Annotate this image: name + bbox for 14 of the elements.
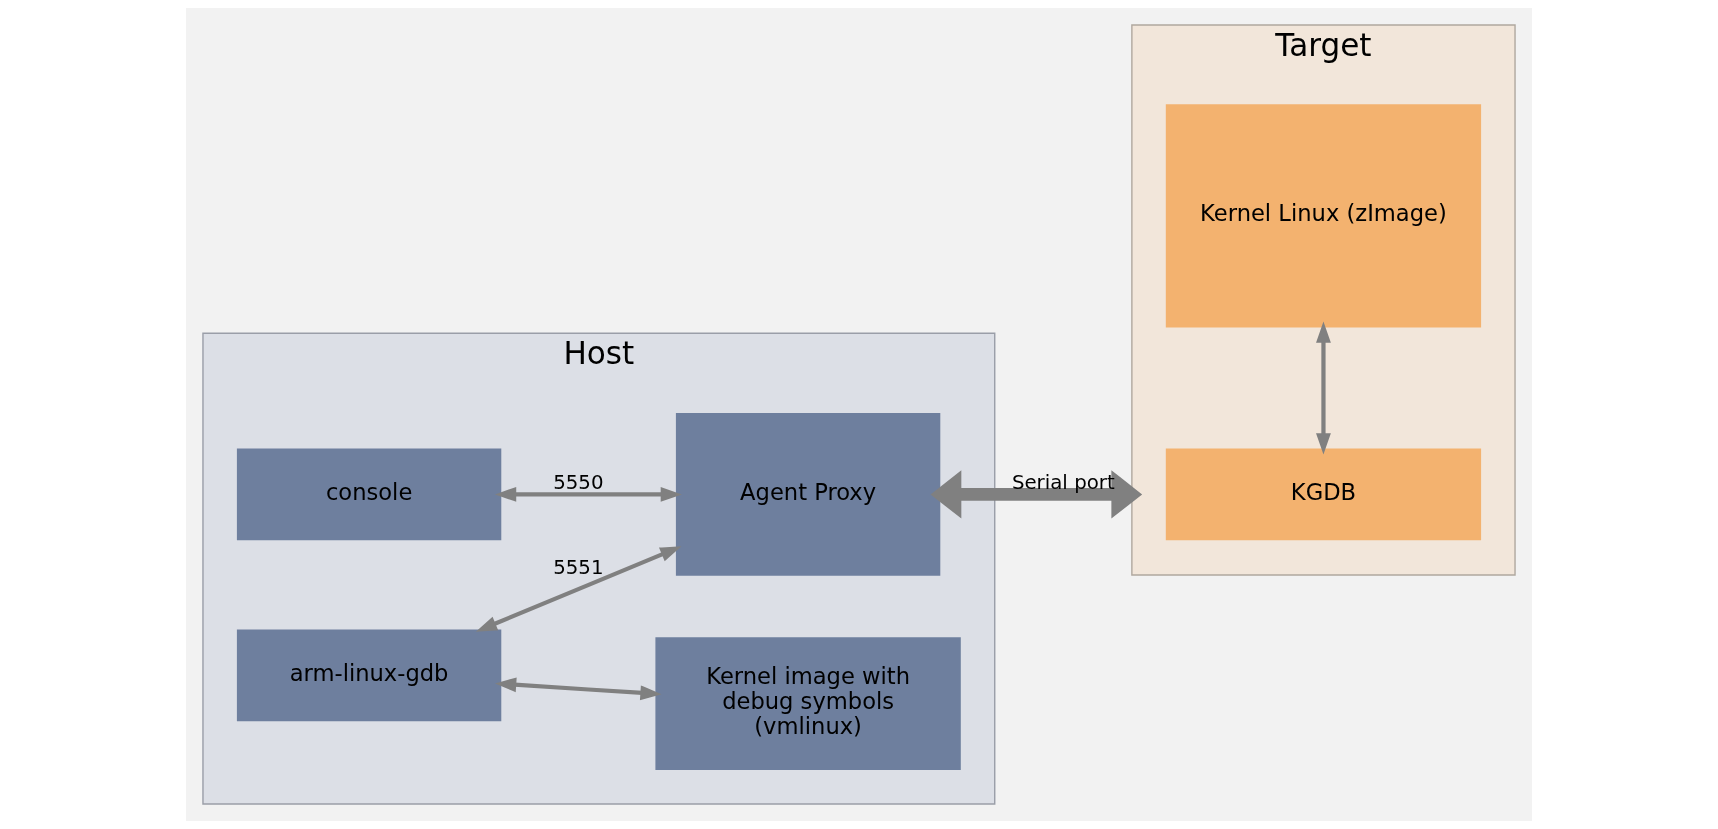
edge-label: Serial port xyxy=(1011,471,1115,495)
arrow xyxy=(494,486,682,502)
arrow xyxy=(475,546,682,632)
arrow xyxy=(930,470,1143,519)
node-box: Agent Proxy xyxy=(675,413,941,576)
node-box: Kernel image with debug symbols (vmlinux) xyxy=(655,637,961,771)
arrow xyxy=(1316,321,1331,455)
node-box: KGDB xyxy=(1165,448,1482,541)
edge-label: 5551 xyxy=(553,555,604,579)
arrow xyxy=(495,677,662,701)
node-box: console xyxy=(236,448,502,541)
edge-label: 5550 xyxy=(553,471,604,495)
node-box: arm-linux-gdb xyxy=(236,629,502,722)
node-box: Kernel Linux (zImage) xyxy=(1165,104,1482,328)
